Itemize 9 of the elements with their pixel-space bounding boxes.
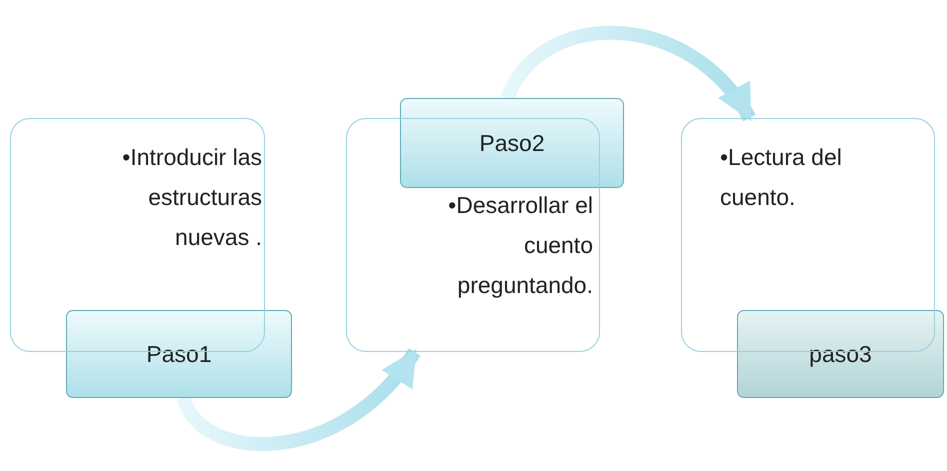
step-description: •Lectura del cuento. <box>720 143 843 212</box>
step-label: Paso2 <box>479 129 545 158</box>
step-label-box <box>400 98 624 188</box>
step-description: •Introducir las estructuras nuevas . <box>121 143 262 252</box>
step-description: •Desarrollar el cuento preguntando. <box>447 191 593 300</box>
step-label-box <box>737 310 944 398</box>
curved-arrow <box>177 348 420 451</box>
step-label-box <box>66 310 292 398</box>
curved-arrow <box>501 26 756 122</box>
